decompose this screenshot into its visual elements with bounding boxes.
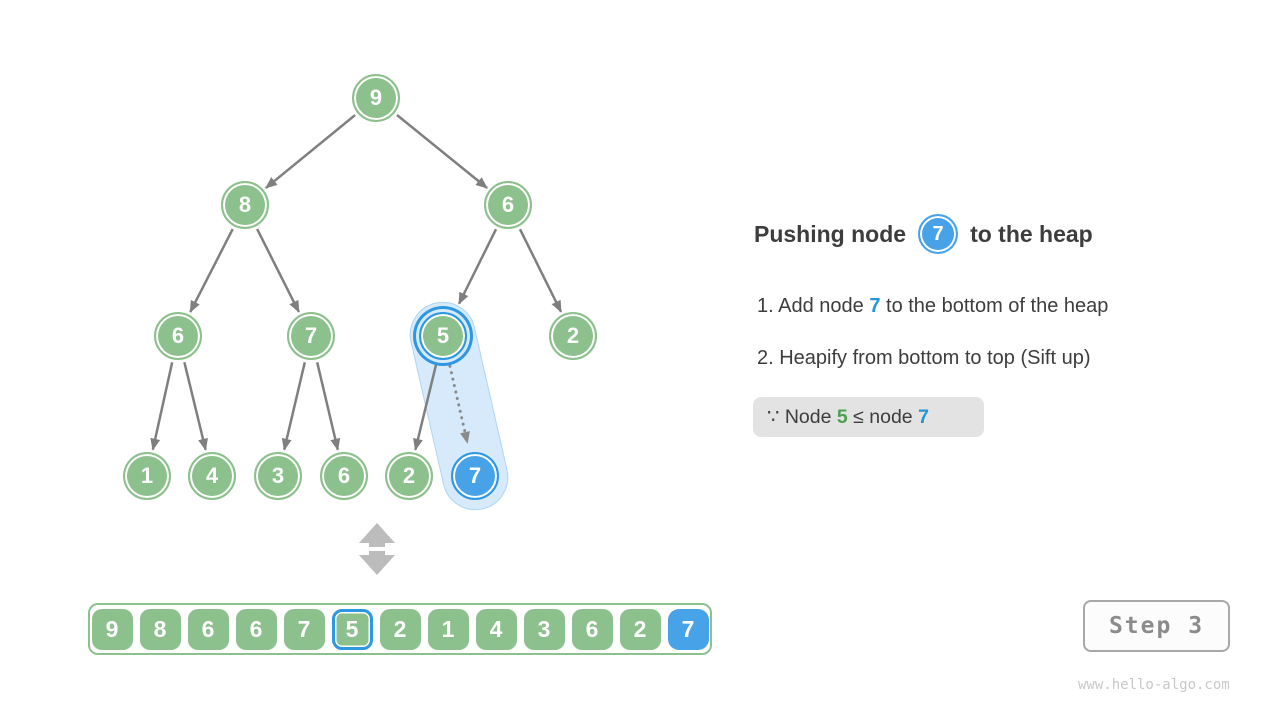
tree-node-1-value-8: 8 [221, 181, 269, 229]
tree-array-swap-arrow [359, 551, 395, 575]
watermark: www.hello-algo.com [1078, 677, 1230, 693]
title-suffix: to the heap [970, 220, 1093, 247]
array-cell-2-value-6: 6 [187, 608, 229, 650]
instruction-step-1: 1. Add node 7 to the bottom of the heap [757, 293, 1108, 319]
array-cell-7-value-1: 1 [427, 608, 469, 650]
array-cell-9-value-3: 3 [523, 608, 565, 650]
tree-edge [265, 114, 356, 189]
array-cell-12-value-7: 7 [667, 608, 709, 650]
array-cell-4-value-7: 7 [283, 608, 325, 650]
highlight-value-green: 5 [836, 406, 848, 428]
array-cell-5-value-5: 5 [331, 608, 373, 650]
tree-edge [396, 114, 488, 189]
array-cell-10-value-6: 6 [571, 608, 613, 650]
text-segment: 1. Add node [757, 295, 870, 317]
tree-node-5-value-5: 5 [419, 312, 467, 360]
tree-edge [457, 228, 498, 305]
tree-node-0-value-9: 9 [352, 74, 400, 122]
array-cell-6-value-2: 2 [379, 608, 421, 650]
step-badge: Step 3 [1083, 600, 1230, 652]
array-cell-3-value-6: 6 [235, 608, 277, 650]
tree-node-10-value-6: 6 [320, 452, 368, 500]
panel-title: Pushing node 7 to the heap [754, 211, 1093, 257]
tree-array-swap-arrow [359, 523, 395, 547]
array-cell-11-value-2: 2 [619, 608, 661, 650]
tree-node-11-value-2: 2 [385, 452, 433, 500]
array-cell-1-value-8: 8 [139, 608, 181, 650]
tree-edge [183, 361, 208, 451]
tree-node-12-value-7: 7 [451, 452, 499, 500]
tree-edge [518, 228, 563, 313]
tree-edge [315, 361, 341, 451]
tree-node-8-value-4: 4 [188, 452, 236, 500]
text-segment: 2. Heapify from bottom to top (Sift up) [757, 347, 1091, 369]
comparison-note: ∵ Node 5 ≤ node 7 [753, 397, 984, 437]
tree-edge [281, 361, 307, 451]
pushed-node-badge: 7 [918, 214, 959, 254]
tree-node-7-value-1: 1 [123, 452, 171, 500]
array-cell-8-value-4: 4 [475, 608, 517, 650]
tree-node-3-value-6: 6 [154, 312, 202, 360]
tree-node-9-value-3: 3 [254, 452, 302, 500]
highlight-value-blue: 7 [918, 406, 929, 428]
tree-node-4-value-7: 7 [287, 312, 335, 360]
title-prefix: Pushing node [754, 220, 907, 247]
tree-edge [189, 228, 234, 313]
tree-node-6-value-2: 2 [549, 312, 597, 360]
highlight-value-blue: 7 [869, 295, 881, 317]
text-segment: to the bottom of the heap [880, 295, 1109, 317]
tree-edge [150, 362, 174, 451]
array-cell-0-value-9: 9 [91, 608, 133, 650]
tree-node-2-value-6: 6 [484, 181, 532, 229]
tree-edge [256, 228, 300, 313]
text-segment: ∵ Node [767, 406, 837, 428]
instruction-step-2: 2. Heapify from bottom to top (Sift up) [757, 345, 1090, 371]
text-segment: ≤ node [847, 406, 919, 428]
comparison-note-text: ∵ Node 5 ≤ node 7 [767, 405, 929, 429]
